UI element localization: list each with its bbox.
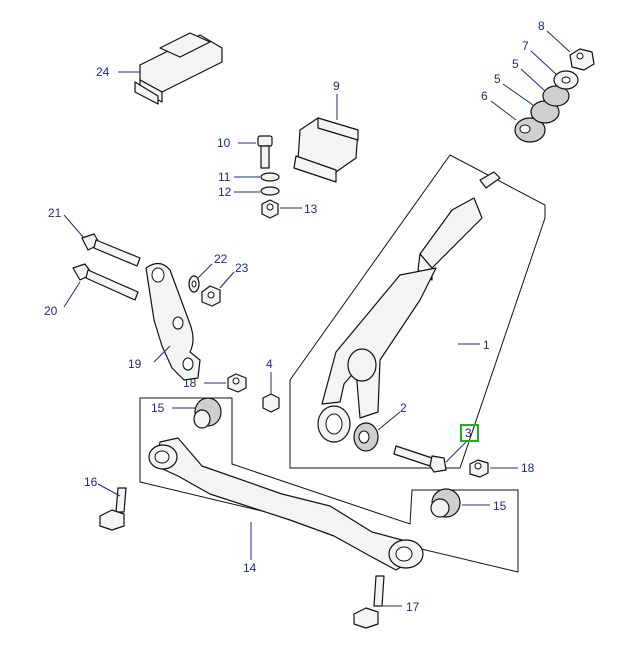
part-18-nut-right (469, 459, 489, 478)
callout-19[interactable]: 19 (128, 357, 142, 371)
callout-11[interactable]: 11 (218, 170, 231, 184)
part-4-nut (262, 393, 280, 413)
part-24-mount (134, 32, 223, 105)
part-22-washer (188, 275, 200, 293)
callout-13[interactable]: 13 (304, 202, 318, 216)
part-7-washer (553, 70, 579, 90)
callout-3[interactable]: 3 (465, 426, 472, 440)
part-17-bolt (353, 575, 385, 629)
part-20-bolt (72, 263, 139, 301)
part-10-bolt (257, 135, 273, 169)
part-13-nut (261, 199, 279, 219)
callout-17[interactable]: 17 (406, 600, 420, 614)
part-5-bush-upper (542, 85, 570, 107)
callout-16[interactable]: 16 (84, 475, 98, 489)
callout-20[interactable]: 20 (44, 304, 58, 318)
callout-12[interactable]: 12 (218, 185, 232, 199)
callout-10[interactable]: 10 (217, 136, 231, 150)
callout-6[interactable]: 6 (481, 89, 488, 103)
part-19-bracket (145, 262, 201, 381)
part-15-bush-left (193, 397, 222, 429)
callout-8[interactable]: 8 (538, 19, 545, 33)
part-23-nut (201, 285, 221, 307)
callout-5-upper[interactable]: 5 (512, 57, 519, 71)
callout-4[interactable]: 4 (266, 357, 273, 371)
part-2-bush (353, 422, 379, 452)
part-18-nut-left (227, 373, 247, 393)
callout-5-lower[interactable]: 5 (494, 72, 501, 86)
part-6-bush (514, 117, 546, 143)
callout-18-right[interactable]: 18 (521, 461, 535, 475)
part-21-bolt (81, 233, 141, 267)
part-14-link-arm (148, 437, 424, 571)
callout-21[interactable]: 21 (48, 206, 62, 220)
part-1-radius-arm (317, 171, 501, 443)
part-15-bush-right (430, 488, 461, 518)
callout-7[interactable]: 7 (522, 39, 529, 53)
callout-2[interactable]: 2 (400, 401, 407, 415)
callout-14[interactable]: 14 (243, 561, 257, 575)
callout-23[interactable]: 23 (235, 261, 249, 275)
part-3-bolt (393, 445, 447, 473)
callout-3-highlight (460, 424, 479, 442)
part-9-bracket (293, 117, 359, 183)
part-11-washer (260, 172, 280, 182)
part-16-bolt (99, 487, 127, 531)
part-1-group-outline (289, 154, 546, 469)
callout-15-left[interactable]: 15 (151, 401, 165, 415)
callout-22[interactable]: 22 (214, 252, 228, 266)
callout-15-right[interactable]: 15 (493, 499, 507, 513)
callout-1[interactable]: 1 (483, 338, 490, 352)
part-8-nut (569, 48, 595, 71)
part-12-washer (260, 186, 280, 196)
callout-9[interactable]: 9 (333, 79, 340, 93)
callout-24[interactable]: 24 (96, 65, 110, 79)
